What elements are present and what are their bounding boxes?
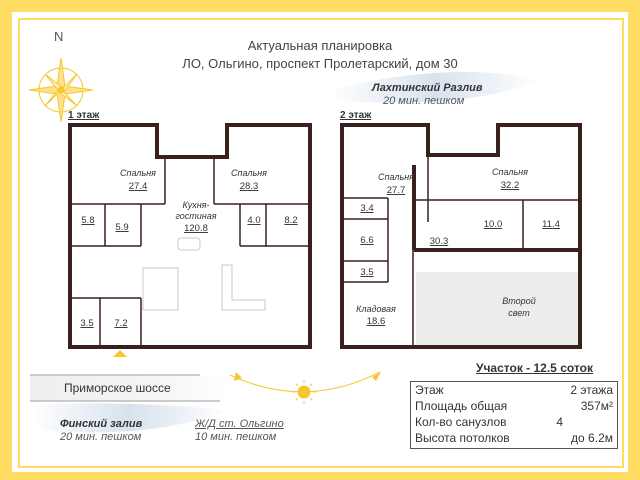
room-name: Кухня- bbox=[183, 200, 210, 210]
floor2-room-labels: Спальня 27.7 Спальня 32.2 3.4 6.6 3.5 Кл… bbox=[356, 167, 560, 327]
station-name: Ж/Д ст. Ольгино bbox=[195, 418, 284, 430]
room-area: 32.2 bbox=[501, 180, 520, 191]
lakhta-name: Лахтинский Разлив bbox=[372, 82, 483, 94]
gulf-name: Финский залив bbox=[60, 418, 143, 430]
road-band bbox=[30, 375, 230, 401]
room-name: свет bbox=[508, 308, 530, 318]
gulf-distance: 20 мин. пешком bbox=[60, 431, 142, 443]
room-area: 7.2 bbox=[114, 318, 127, 329]
room-area: 30.3 bbox=[430, 236, 449, 247]
gulf-wave bbox=[30, 403, 230, 433]
address: ЛО, Ольгино, проспект Пролетарский, дом … bbox=[182, 56, 458, 71]
lake-wave bbox=[330, 72, 540, 103]
room-name: Спальня bbox=[231, 168, 267, 178]
room-area: 27.7 bbox=[387, 185, 406, 196]
room-name: Кладовая bbox=[356, 304, 396, 314]
floor2-label: 2 этаж bbox=[340, 110, 372, 121]
room-area: 11.4 bbox=[542, 219, 560, 230]
room-name: Второй bbox=[502, 296, 535, 306]
room-name: Спальня bbox=[120, 168, 156, 178]
floor1-label: 1 этаж bbox=[68, 110, 100, 121]
floor1-plan bbox=[68, 123, 312, 349]
room-area: 27.4 bbox=[129, 181, 148, 192]
plot-size: Участок - 12.5 соток bbox=[476, 361, 593, 375]
room-area: 6.6 bbox=[360, 235, 373, 246]
room-area: 5.8 bbox=[81, 215, 94, 226]
room-area: 3.5 bbox=[360, 267, 373, 278]
room-area: 3.4 bbox=[360, 203, 373, 214]
floor2-plan bbox=[340, 123, 582, 349]
floor1-room-labels: Спальня 27.4 Спальня 28.3 Кухня- гостина… bbox=[80, 168, 297, 329]
room-area: 5.9 bbox=[115, 222, 128, 233]
room-area: 18.6 bbox=[367, 316, 386, 327]
room-area: 120.8 bbox=[184, 223, 208, 234]
page-title: Актуальная планировка bbox=[247, 38, 393, 53]
lakhta-distance: 20 мин. пешком bbox=[383, 95, 465, 107]
entrance-arrow-icon bbox=[113, 350, 127, 357]
room-area: 4.0 bbox=[247, 215, 260, 226]
sun-icon bbox=[292, 380, 316, 404]
station-distance: 10 мин. пешком bbox=[195, 431, 277, 443]
room-area: 3.5 bbox=[80, 318, 93, 329]
second-light-area bbox=[416, 272, 580, 347]
room-name: Спальня bbox=[378, 172, 414, 182]
room-name: Спальня bbox=[492, 167, 528, 177]
road-name: Приморское шоссе bbox=[64, 381, 171, 395]
room-area: 10.0 bbox=[484, 219, 503, 230]
room-area: 28.3 bbox=[240, 181, 259, 192]
room-area: 8.2 bbox=[284, 215, 297, 226]
compass-north-label: N bbox=[54, 29, 64, 44]
compass-rose-icon bbox=[28, 57, 94, 123]
room-name: гостиная bbox=[175, 211, 216, 221]
